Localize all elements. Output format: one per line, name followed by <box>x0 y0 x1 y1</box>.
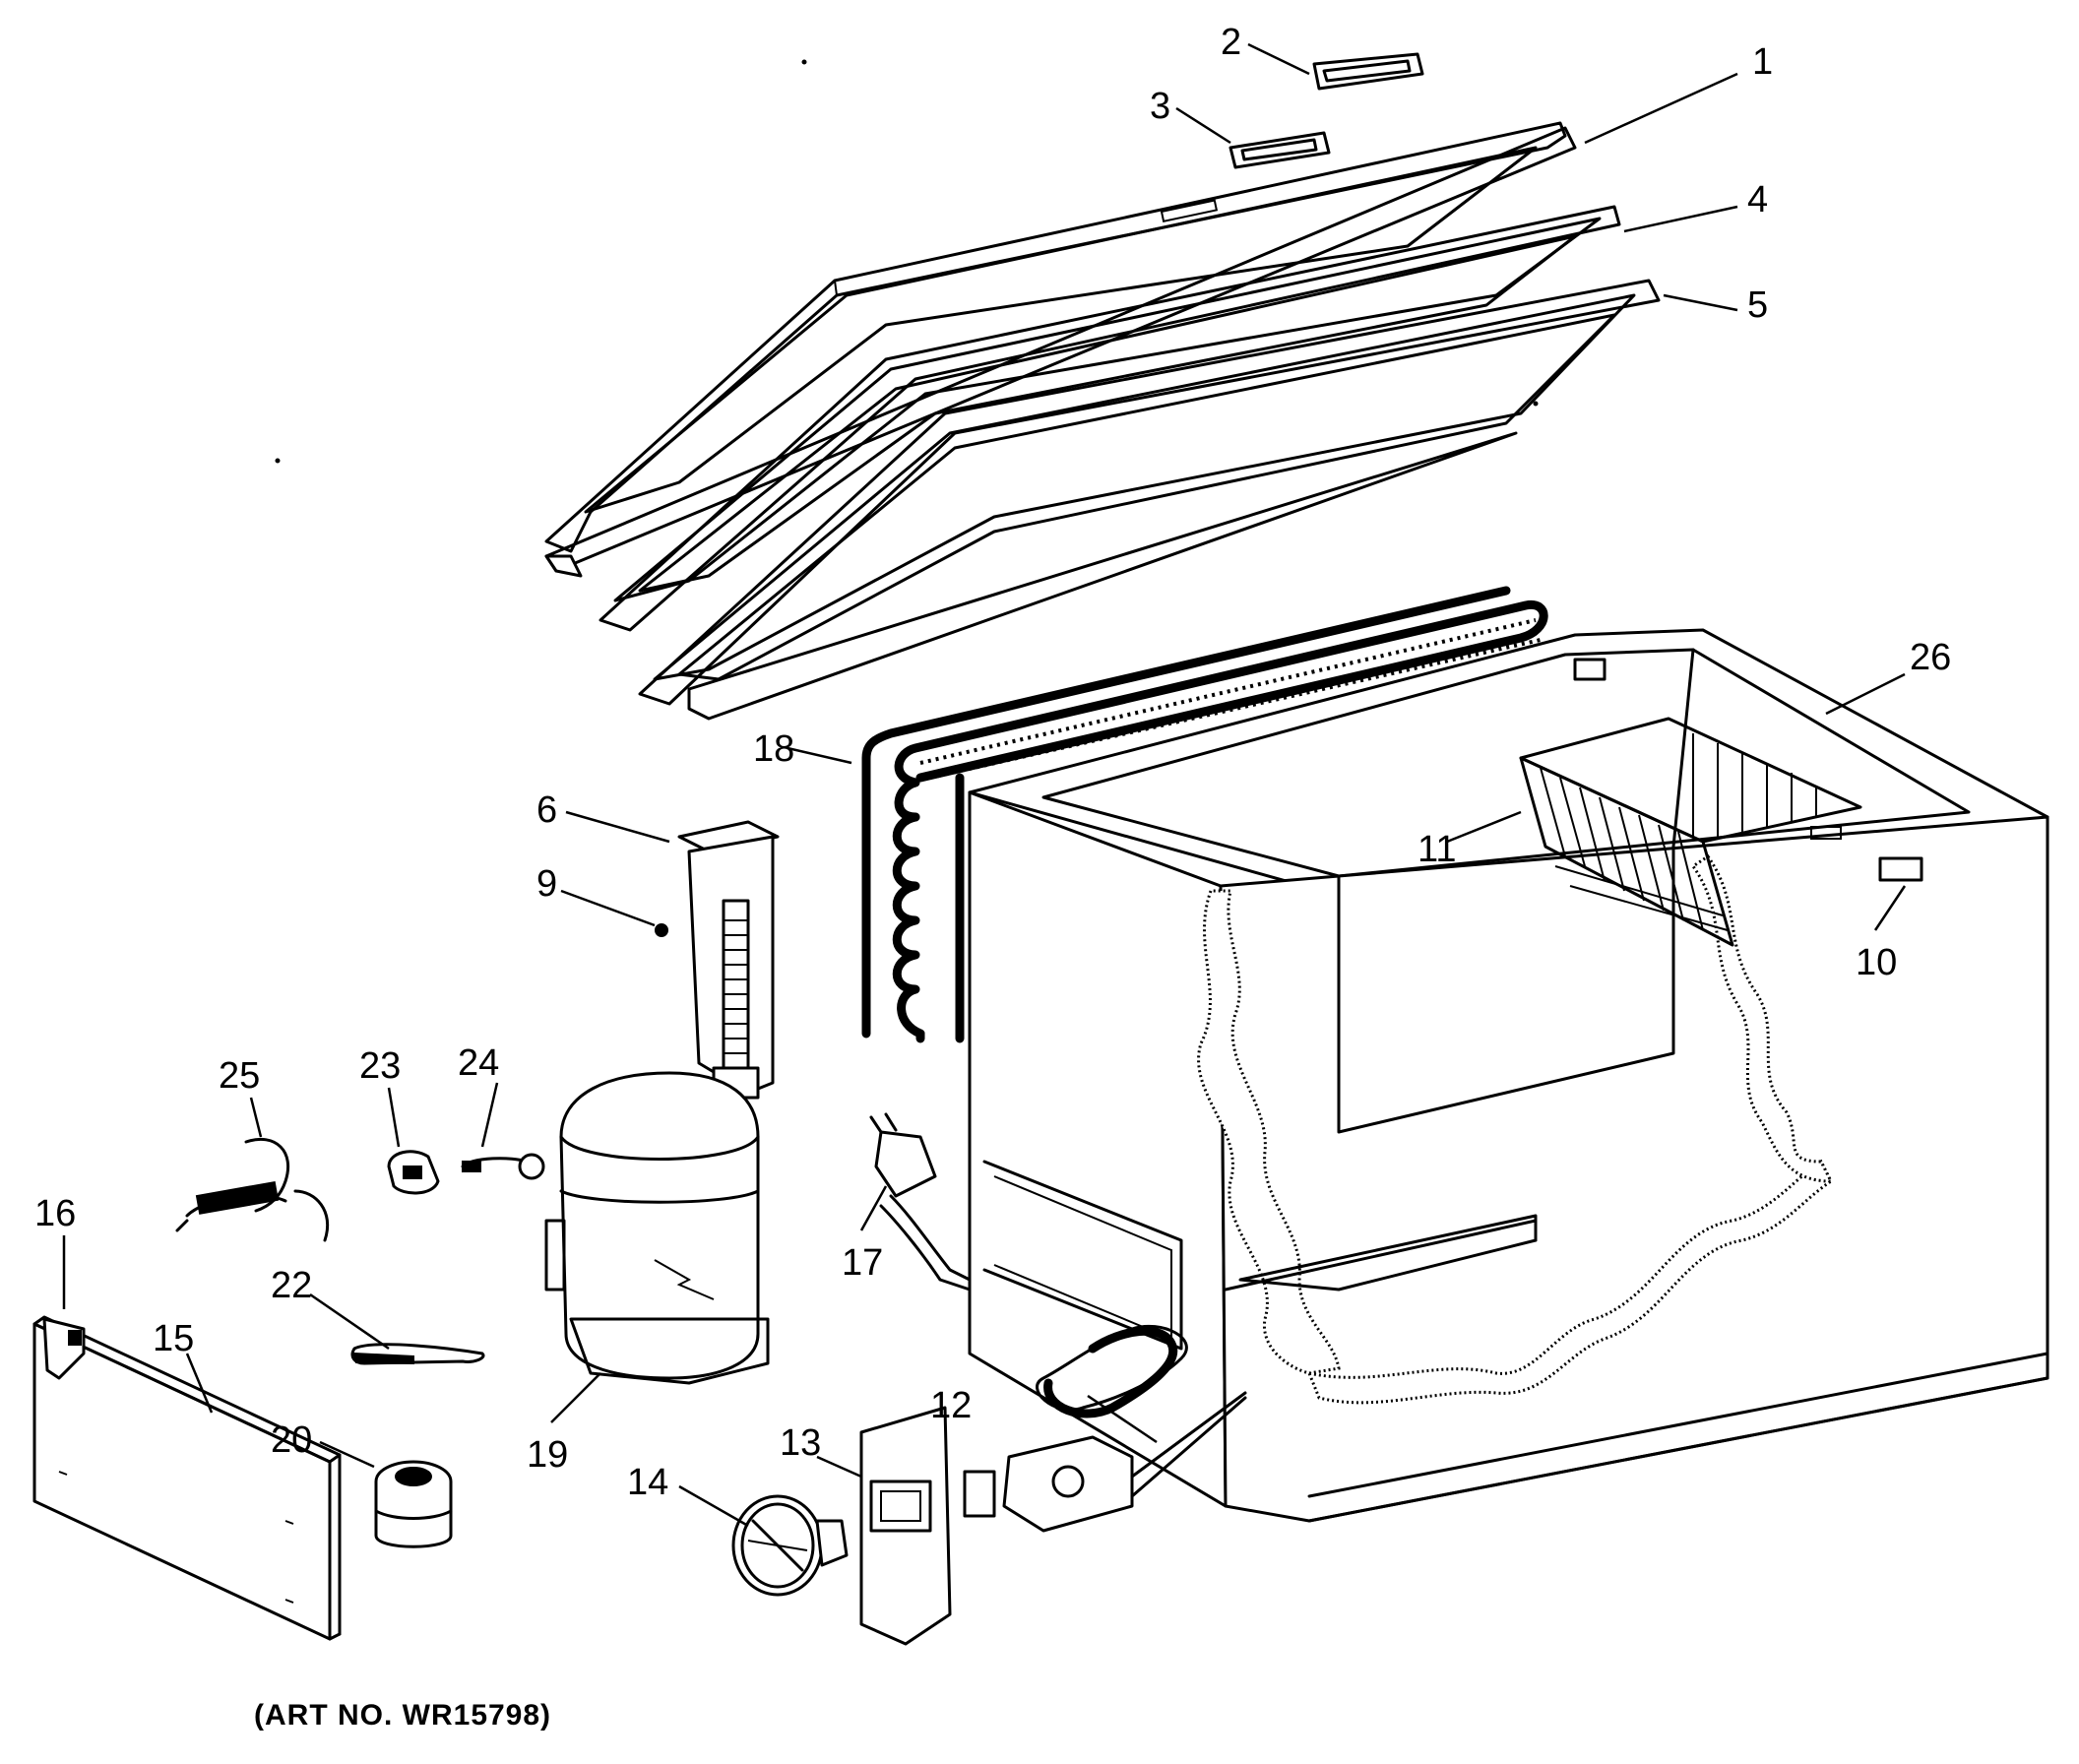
harness-part-25 <box>175 1137 330 1242</box>
callout-25: 25 <box>219 1055 260 1097</box>
callout-9: 9 <box>536 863 557 905</box>
callout-4: 4 <box>1747 179 1768 220</box>
bracket-part-6 <box>677 820 780 1100</box>
clip-part-22 <box>350 1343 485 1365</box>
knob-part-14 <box>731 1494 849 1597</box>
callout-26: 26 <box>1910 637 1951 678</box>
power-cord-part-17 <box>869 1112 972 1292</box>
condenser-coil-part-18 <box>861 586 1548 1043</box>
gasket-frame-part-4 <box>598 205 1621 632</box>
callout-6: 6 <box>536 789 557 831</box>
leader-lines <box>62 42 1907 1528</box>
callout-14: 14 <box>627 1462 668 1503</box>
callout-23: 23 <box>359 1045 401 1087</box>
callout-1: 1 <box>1752 41 1773 83</box>
screw-part-9 <box>655 923 668 937</box>
overload-part-24 <box>461 1153 545 1180</box>
lid-frame-part-1 <box>544 121 1577 578</box>
callout-20: 20 <box>271 1419 312 1461</box>
relay-part-23 <box>387 1150 440 1195</box>
label-part-10 <box>1878 856 1923 882</box>
callout-12: 12 <box>930 1385 972 1426</box>
art-number-caption: (ART NO. WR15798) <box>254 1699 551 1732</box>
callout-24: 24 <box>458 1042 499 1084</box>
compressor-part-19 <box>544 1071 770 1385</box>
callout-16: 16 <box>34 1193 76 1234</box>
callout-18: 18 <box>753 728 794 770</box>
grille-panel-part-15 <box>32 1315 342 1641</box>
clip-part-16 <box>42 1317 86 1380</box>
basket-part-11 <box>1519 717 1862 947</box>
handle-part-3 <box>1228 131 1331 169</box>
cabinet-part-26 <box>968 628 2049 1523</box>
thermostat-part-12 <box>963 1324 1247 1533</box>
liner-frame-part-5 <box>638 279 1661 721</box>
callouts: 1 2 3 4 5 6 9 10 11 12 13 14 15 16 17 18… <box>34 22 1951 1503</box>
callout-15: 15 <box>153 1318 194 1359</box>
callout-19: 19 <box>527 1434 568 1476</box>
callout-2: 2 <box>1221 22 1241 63</box>
bracket-part-13 <box>859 1406 952 1646</box>
callout-13: 13 <box>780 1422 821 1464</box>
callout-10: 10 <box>1856 942 1897 983</box>
callout-11: 11 <box>1418 829 1456 870</box>
handle-part-2 <box>1312 52 1424 91</box>
callout-3: 3 <box>1150 86 1170 127</box>
callout-22: 22 <box>271 1265 312 1306</box>
callout-17: 17 <box>842 1242 883 1284</box>
grommet-part-20 <box>374 1460 453 1548</box>
callout-5: 5 <box>1747 284 1768 326</box>
